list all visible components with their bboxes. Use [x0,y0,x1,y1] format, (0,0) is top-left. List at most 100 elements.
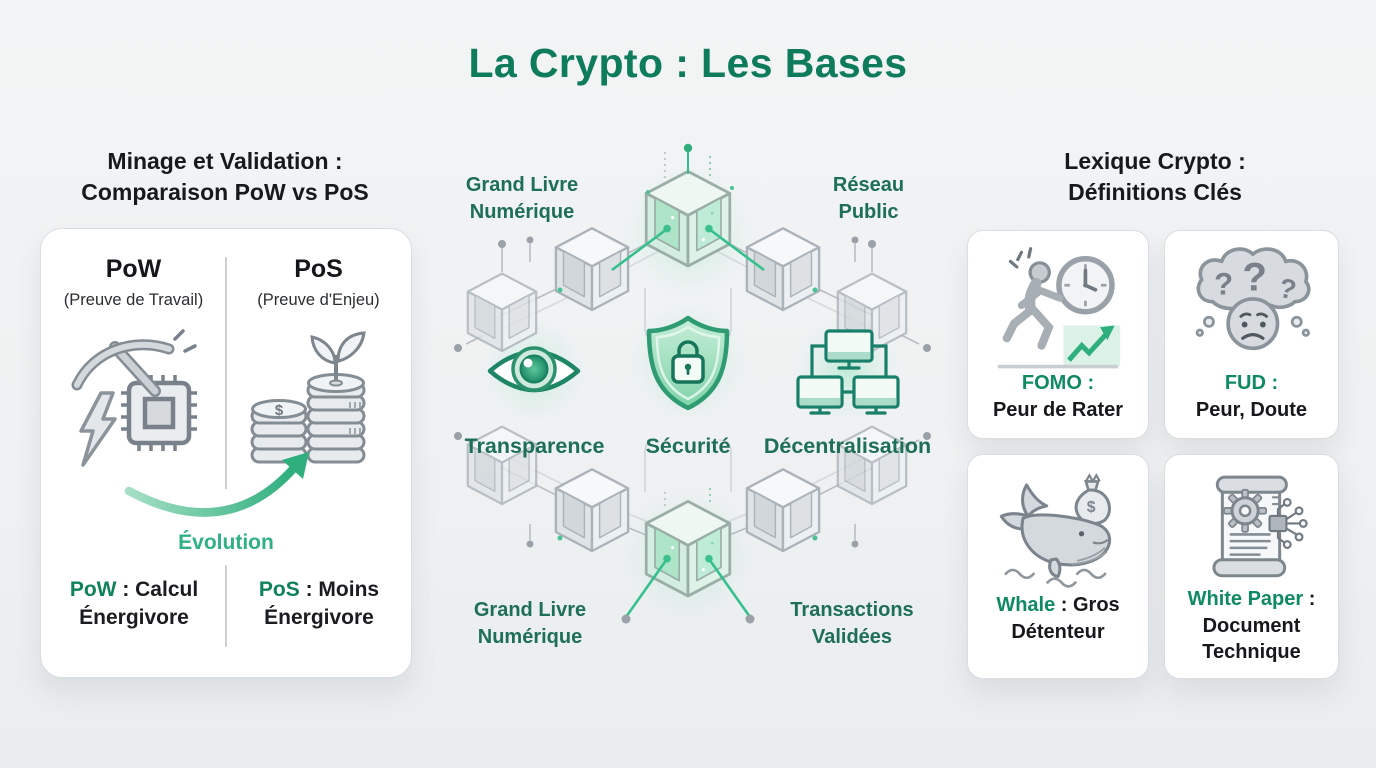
doubt-cloud-icon: ? ? ? [1195,247,1311,351]
arrow-head [1100,325,1115,341]
whale-rest: : Gros [1055,594,1120,616]
energy-links [454,143,931,624]
pos-note-rest: : Moins [299,578,380,601]
money-bag-icon [1074,473,1111,525]
evolution-label: Évolution [178,531,274,554]
question-glyph: ? [1214,266,1233,301]
thought-bubbles [1195,315,1310,337]
fud-definition: Peur, Doute [1195,398,1308,421]
pos-note-term: PoS [258,578,300,601]
left-heading-line2: Comparaison PoW vs PoS [81,179,369,205]
note-line: Énergivore [79,605,189,629]
coins-plant-icon: $ [250,331,366,464]
network-monitors-icon [796,329,900,415]
label-line: Public [838,201,899,223]
whitepaper-term: White Paper [1187,588,1304,610]
pow-title: PoW [105,255,162,283]
fud-term: FUD : [1224,372,1279,394]
label-securite: Sécurité [645,434,731,458]
label-grand-livre-top: Grand Livre Numérique [441,172,603,226]
scroll-top-roll [1215,475,1288,494]
gear-icon [1223,488,1268,533]
lightning-icon [79,391,117,467]
whale-eye [1078,531,1085,537]
label-line: Numérique [469,201,575,223]
coin-stack-tall [306,373,366,464]
worried-face-icon [1226,297,1280,351]
dollar-glyph: $ [1087,499,1096,516]
whale-body [999,483,1112,578]
scroll-bottom-roll [1212,558,1287,578]
lexicon-section-heading: Lexique Crypto : Définitions Clés [965,146,1345,208]
whale-line2: Détenteur [1011,620,1105,643]
plant-sprout-icon [310,331,366,381]
question-glyph: ? [1276,272,1299,306]
margin-lines [1271,496,1281,506]
whale-text: Whale : Gros Détenteur [968,592,1148,645]
lexicon-heading-line1: Lexique Crypto : [1064,148,1246,174]
label-line: Grand Livre [473,599,587,621]
page-title: La Crypto : Les Bases [468,40,908,86]
label-line: Validées [811,626,893,648]
pos-subtitle: (Preuve d'Enjeu) [257,291,380,309]
rising-arrow [1067,331,1110,362]
text-lines [1229,533,1271,556]
label-line: Réseau [832,174,905,196]
label-transparence: Transparence [464,434,605,458]
label-decentralisation: Décentralisation [763,434,932,458]
running-person-clock-icon [997,247,1121,369]
fomo-text: FOMO : Peur de Rater [968,370,1148,423]
question-glyph: ? [1242,255,1267,300]
column-divider [225,565,227,647]
pow-note: PoW : Calcul Énergivore [49,576,219,631]
whale-term: Whale [996,594,1056,616]
eye-icon [487,346,581,393]
label-grand-livre-bottom: Grand Livre Numérique [450,597,610,651]
label-line: Numérique [477,626,583,648]
whitepaper-text: White Paper : Document Technique [1165,586,1338,666]
lexicon-card-whitepaper: White Paper : Document Technique [1164,454,1339,679]
pow-pos-comparison-card: PoW (Preuve de Travail) PoS (Preuve d'En… [40,228,412,678]
fomo-term: FOMO : [1021,372,1095,394]
pow-subtitle: (Preuve de Travail) [63,291,204,309]
note-line: PoW : Calcul [49,576,219,604]
whitepaper-line3: Technique [1202,641,1301,663]
pickaxe-icon [71,329,197,397]
label-line: Transactions [790,599,914,621]
label-reseau-public: Réseau Public [787,172,950,226]
whale-mouth [1092,538,1109,545]
running-person-icon [1002,247,1064,350]
water-waves [1004,568,1107,588]
label-transactions-validees: Transactions Validées [772,597,932,651]
whitepaper-rest: : [1303,588,1316,610]
left-heading-line1: Minage et Validation : [107,148,343,174]
dollar-glyph: $ [275,402,284,419]
whitepaper-line2: Document [1202,614,1301,637]
label-line: Grand Livre [465,174,579,196]
belly-lines [1071,546,1108,566]
whale-money-icon: $ [999,473,1112,588]
note-line: Énergivore [264,605,374,629]
left-section-heading: Minage et Validation : Comparaison PoW v… [45,146,405,208]
note-line: PoS : Moins [235,576,403,604]
fomo-definition: Peur de Rater [992,398,1124,421]
lexicon-card-fud: ? ? ? FUD : Peur, Doute [1164,230,1339,439]
fud-text: FUD : Peur, Doute [1165,370,1338,423]
lexicon-heading-line2: Définitions Clés [1068,179,1242,205]
whitepaper-scroll-icon [1212,475,1308,578]
whitepaper-line1: White Paper : [1165,586,1338,613]
chip-icon [121,375,197,451]
pickaxe-chip-lightning-icon [71,329,197,467]
pow-note-term: PoW [69,578,117,601]
blockchain-network-diagram [454,143,931,624]
clock-icon [1056,255,1115,315]
pos-title: PoS [294,255,343,283]
shield-lock-icon [646,315,730,411]
lexicon-card-whale: $ Whale : Gros Détenteur [967,454,1149,679]
circuit-lines [1268,497,1308,549]
pos-note: PoS : Moins Énergivore [235,576,403,631]
column-divider [225,257,227,489]
lexicon-card-fomo: FOMO : Peur de Rater [967,230,1149,439]
pow-note-rest: : Calcul [116,578,199,601]
